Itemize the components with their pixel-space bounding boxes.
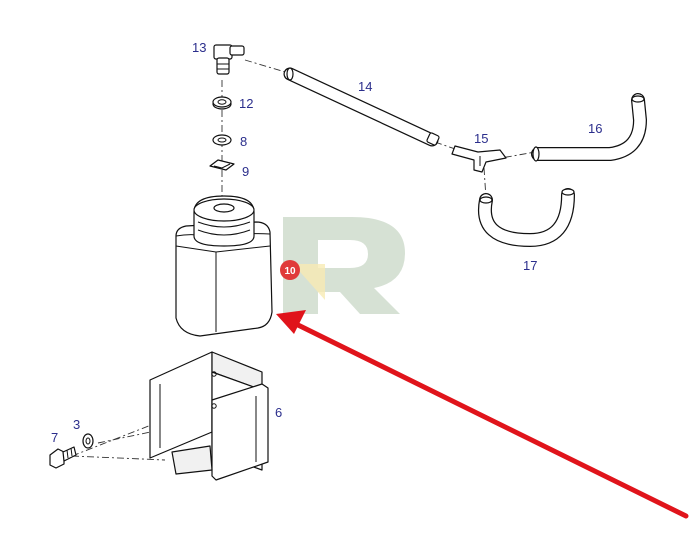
hose-16 [531, 93, 648, 162]
t-connector [451, 145, 507, 173]
highlight-badge-text: 10 [284, 266, 296, 277]
label-3: 3 [73, 417, 80, 432]
highlight-badge: 10 [280, 260, 300, 280]
bolt [49, 446, 77, 469]
washer [212, 134, 232, 146]
small-washer [82, 433, 94, 449]
label-12: 12 [239, 96, 253, 111]
label-14: 14 [358, 79, 372, 94]
label-13: 13 [192, 40, 206, 55]
pointer-arrow [276, 310, 689, 519]
elbow-fitting [213, 44, 245, 75]
label-8: 8 [240, 134, 247, 149]
nut [212, 96, 232, 110]
bracket [149, 351, 269, 481]
watermark-logo [283, 217, 405, 314]
part-labels: 13 12 8 9 14 15 16 17 6 3 7 [51, 40, 602, 445]
clip [209, 159, 235, 171]
reservoir-tank [175, 195, 273, 337]
label-15: 15 [474, 131, 488, 146]
label-6: 6 [275, 405, 282, 420]
label-16: 16 [588, 121, 602, 136]
label-17: 17 [523, 258, 537, 273]
label-9: 9 [242, 164, 249, 179]
hose-17 [478, 188, 575, 248]
hose [283, 67, 440, 147]
label-7: 7 [51, 430, 58, 445]
